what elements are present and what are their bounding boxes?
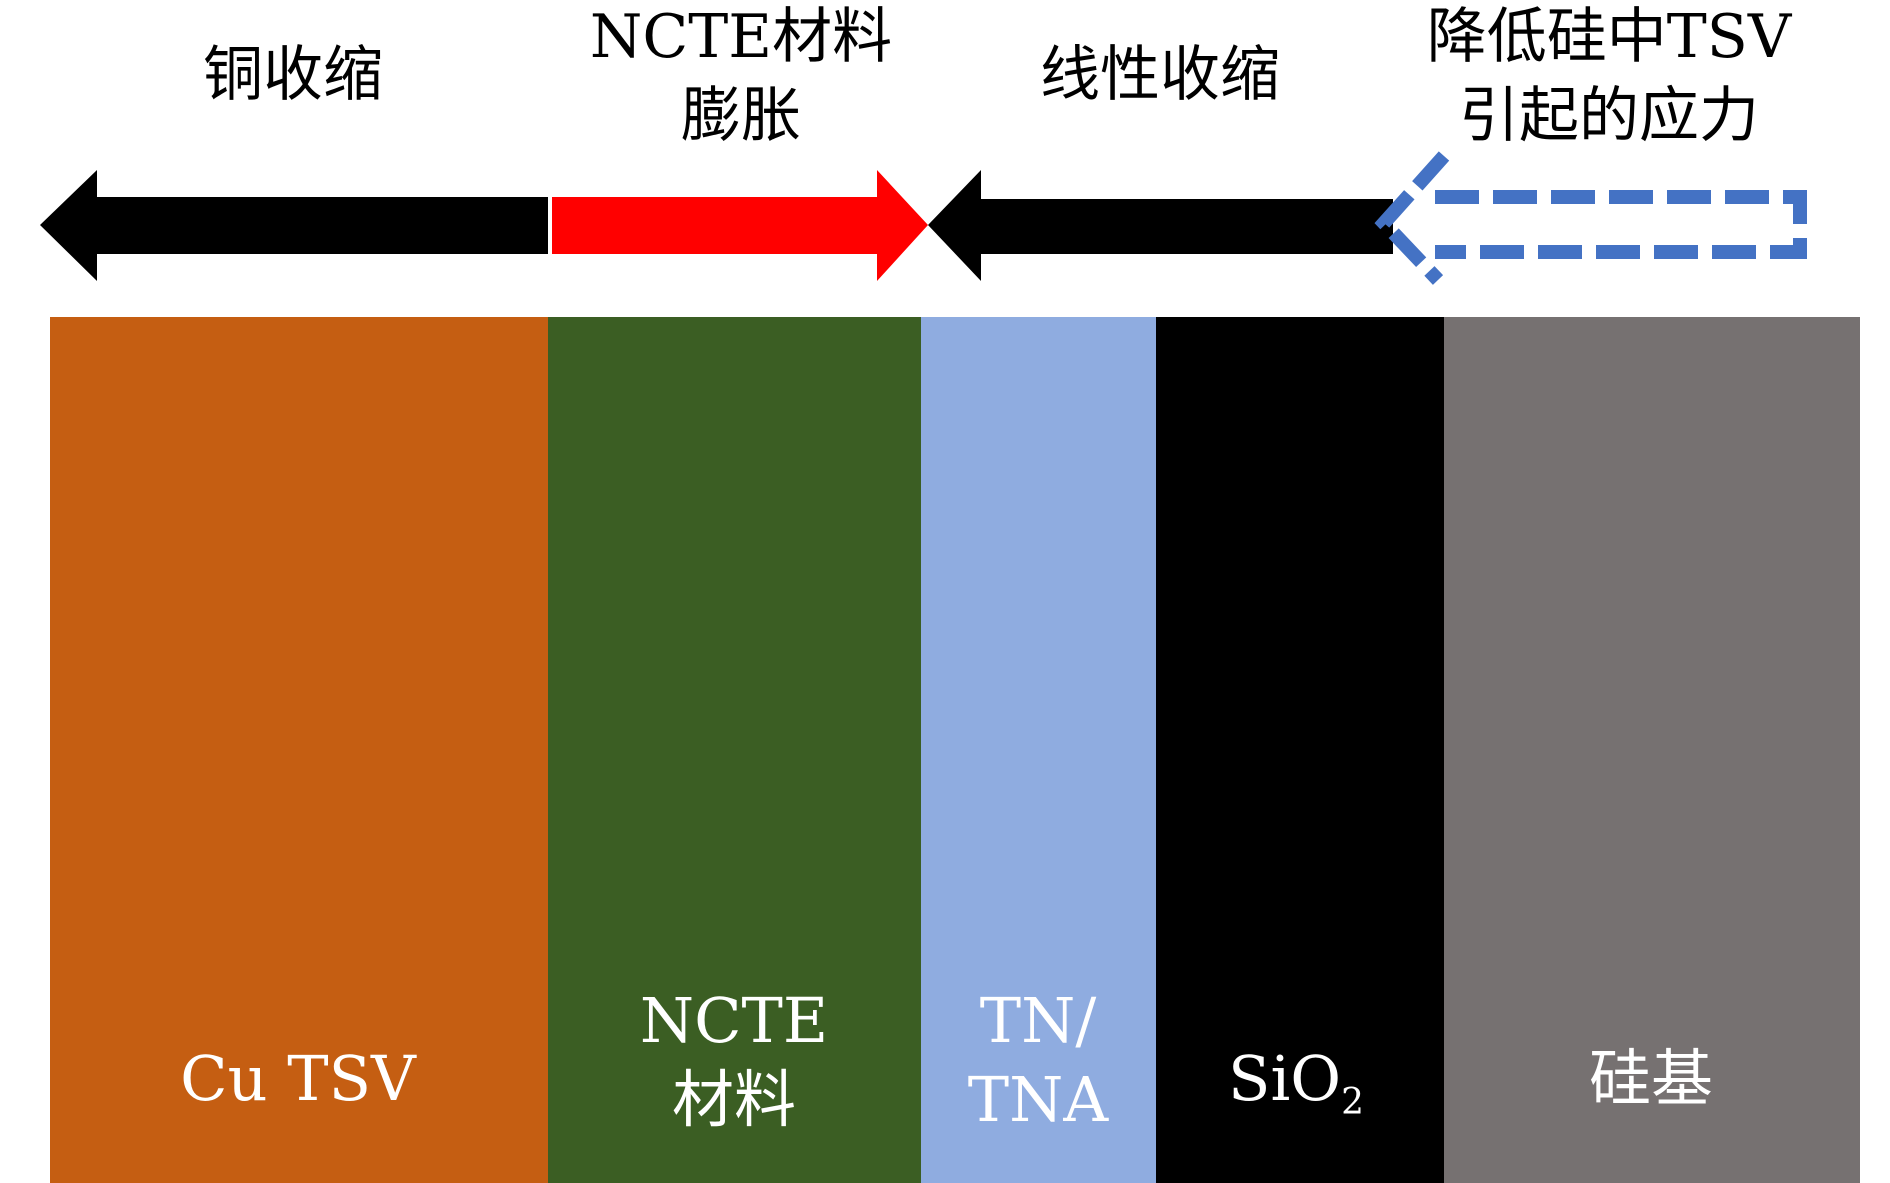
- cu-shrink-arrow-icon: [40, 170, 548, 281]
- layer-ncte: [548, 317, 921, 1183]
- cu-shrink-label: 铜收缩: [203, 40, 383, 110]
- linear-shrink-label: 线性收缩: [1040, 40, 1280, 110]
- layer-sio2: [1156, 317, 1444, 1183]
- silicon-label: 硅基: [1589, 1042, 1713, 1115]
- tn-label-line1: TN/: [980, 984, 1097, 1057]
- cu-tsv-label: Cu TSV: [180, 1042, 417, 1115]
- tn-label-line2: TNA: [968, 1063, 1110, 1136]
- layer-silicon: [1444, 317, 1860, 1183]
- stress-reduction-dashed-arrow-icon: [1374, 151, 1807, 285]
- ncte-label-line1: NCTE: [640, 984, 828, 1057]
- layer-cu-tsv: [50, 317, 548, 1183]
- sio2-subscript: 2: [1341, 1082, 1364, 1123]
- ncte-label-line2: 材料: [672, 1063, 796, 1136]
- sio2-label: SiO2: [1228, 1042, 1364, 1123]
- linear-shrink-arrow-icon: [928, 170, 1393, 281]
- ncte-expand-label-line2: 膨胀: [681, 81, 801, 151]
- sio2-main: SiO: [1228, 1042, 1341, 1115]
- stress-label-line2: 引起的应力: [1459, 81, 1759, 151]
- ncte-expand-label-line1: NCTE材料: [590, 2, 892, 72]
- stress-label-line1: 降低硅中TSV: [1427, 2, 1793, 72]
- ncte-expand-arrow-icon: [552, 170, 928, 281]
- layer-tn-tna: [921, 317, 1156, 1183]
